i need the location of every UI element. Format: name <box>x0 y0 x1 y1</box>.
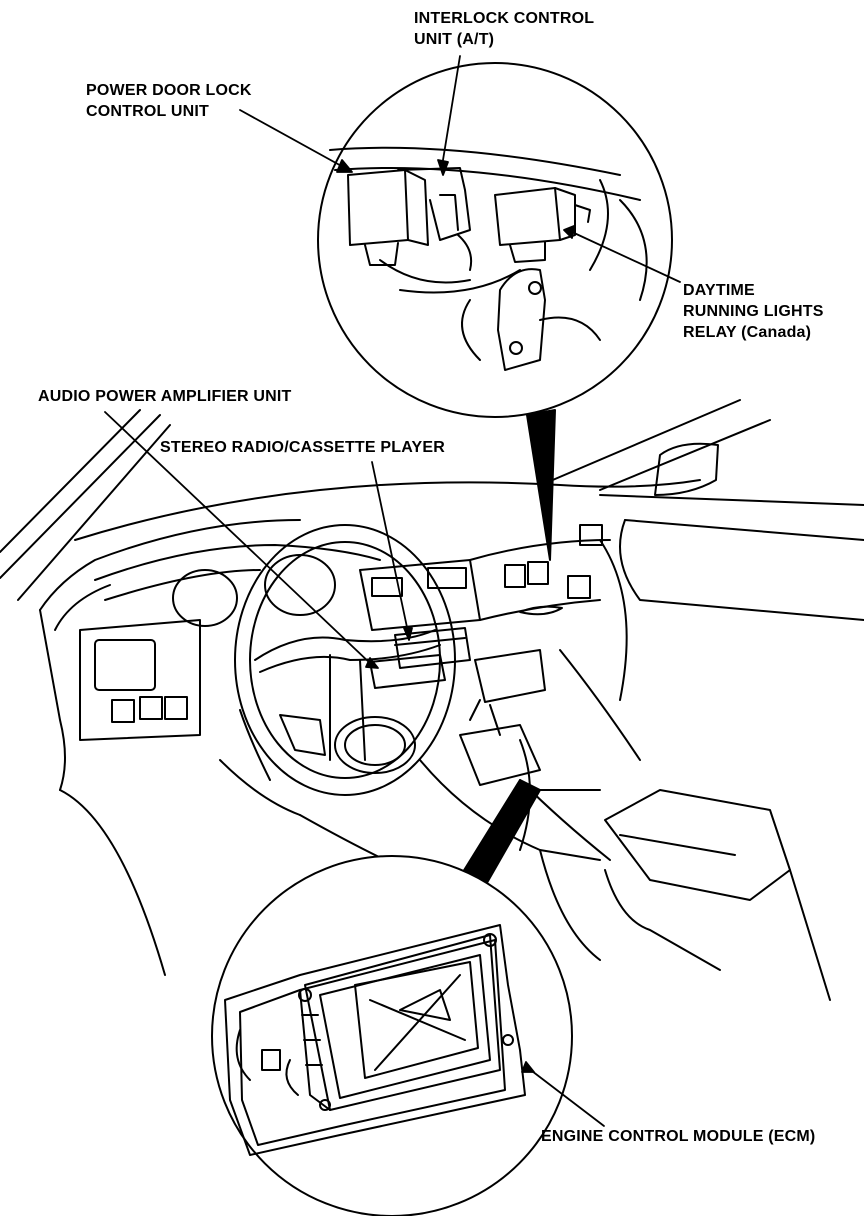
leader-stereo <box>371 461 409 633</box>
switch-2 <box>139 696 163 720</box>
leader-lines <box>104 55 681 1127</box>
label-interlock-control-unit: INTERLOCK CONTROL UNIT (A/T) <box>414 10 595 48</box>
armrest <box>604 789 791 901</box>
ecm-box <box>304 934 501 1111</box>
center-vent-right <box>427 567 467 589</box>
relay-mini-1 <box>504 564 526 588</box>
label-engine-control-module: ENGINE CONTROL MODULE (ECM) <box>541 1128 816 1145</box>
top-detail-circle <box>317 62 673 561</box>
leader-power-door <box>239 109 346 169</box>
left-vent <box>94 639 156 691</box>
switch-1 <box>111 699 135 723</box>
relay-mini-2 <box>527 561 549 585</box>
stereo-unit <box>394 627 471 669</box>
mount-bracket <box>497 268 546 371</box>
gauge-left <box>172 569 238 627</box>
label-audio-power-amplifier-unit: AUDIO POWER AMPLIFIER UNIT <box>38 388 292 405</box>
top-inset-border <box>317 62 673 418</box>
relay-mini-3 <box>567 575 591 599</box>
gauge-right <box>264 554 336 616</box>
steering-wheel <box>234 524 456 796</box>
bottom-inset-border <box>211 855 573 1216</box>
dashboard-scene <box>0 399 864 1001</box>
side-mirror <box>654 442 719 496</box>
shifter-base <box>459 724 541 786</box>
audio-amp-unit <box>369 654 446 689</box>
label-stereo-radio-cassette-player: STEREO RADIO/CASSETTE PLAYER <box>160 439 446 456</box>
switch-3 <box>164 696 188 720</box>
plate-slot <box>261 1049 281 1071</box>
leader-ecm <box>527 1067 605 1127</box>
top-pointer-wedge <box>526 409 556 561</box>
bottom-detail-circle <box>211 779 573 1216</box>
leader-interlock <box>442 55 461 161</box>
ecm-location <box>474 649 546 703</box>
leader-drl <box>571 231 681 283</box>
leader-audio <box>104 411 373 666</box>
label-daytime-running-lights-relay: DAYTIME RUNNING LIGHTS RELAY (Canada) <box>683 282 824 341</box>
center-vent-left <box>371 577 403 597</box>
label-power-door-lock-control-unit: POWER DOOR LOCK CONTROL UNIT <box>86 82 252 120</box>
